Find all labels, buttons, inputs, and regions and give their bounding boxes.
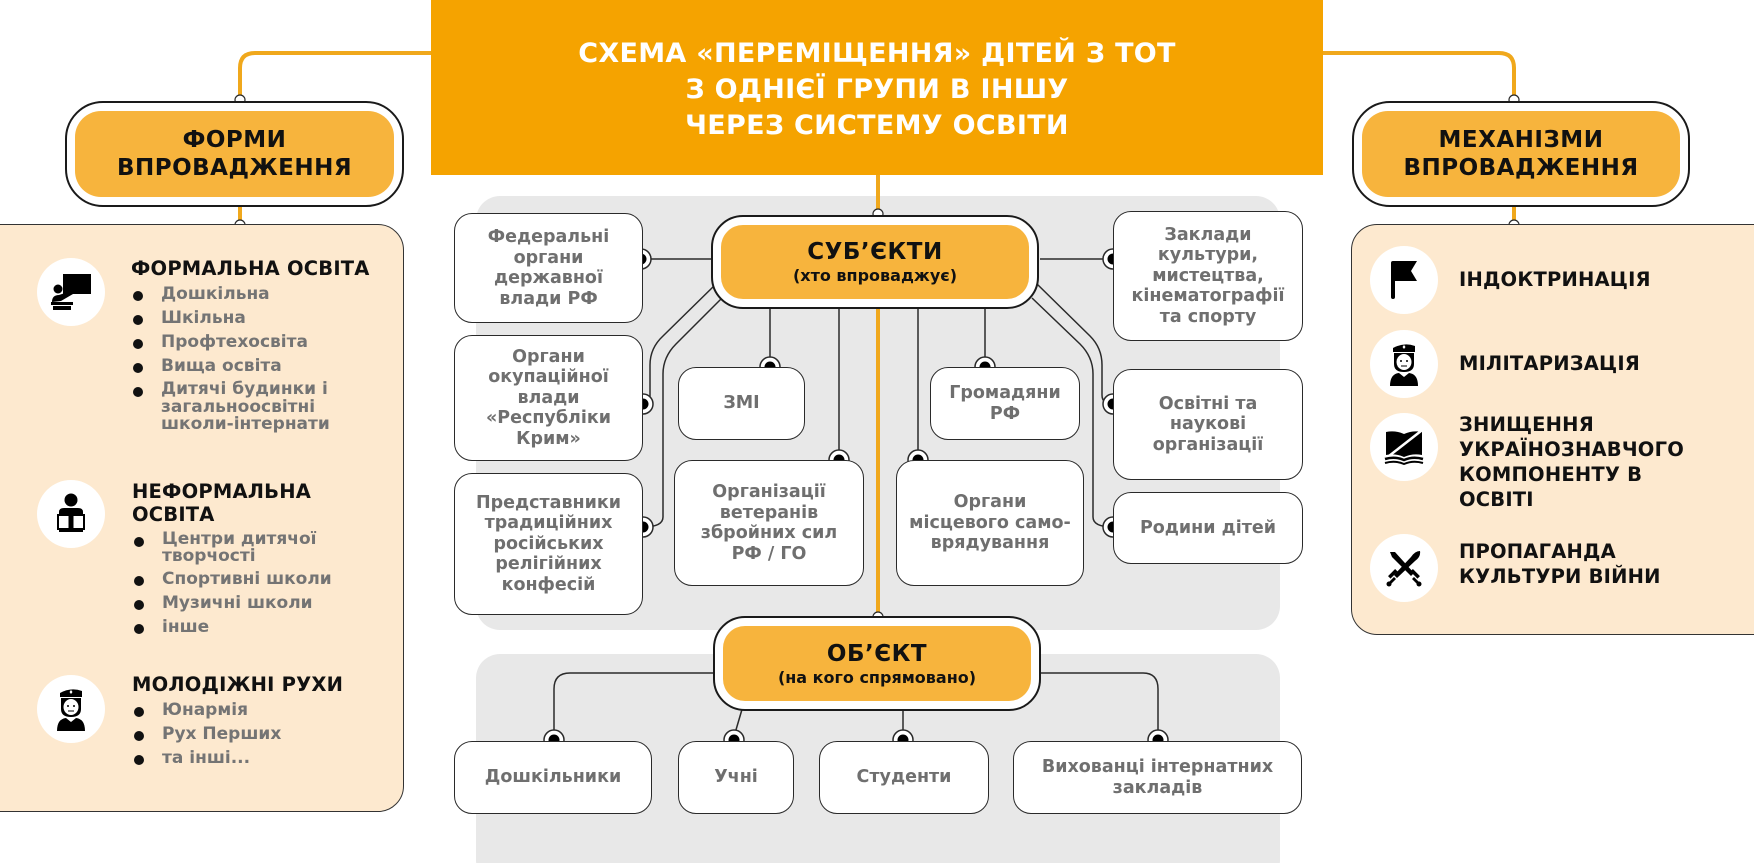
title-to-mechanisms-connector <box>1323 51 1516 100</box>
mechanism-icon <box>1370 534 1438 602</box>
child-reading-icon <box>57 493 85 532</box>
subject-node-occupation[interactable]: Органи окупаційної влади «Республіки Кри… <box>454 335 643 461</box>
object-node[interactable]: Студенти <box>819 741 989 814</box>
subject-node-culture[interactable]: Заклади культури, мистецтва, кінематогра… <box>1113 211 1303 341</box>
list-item: Юнармія <box>132 701 382 720</box>
object-node[interactable]: Вихованці інтернатних закладів <box>1013 741 1302 814</box>
list-item: Шкільна <box>131 309 401 328</box>
mechanisms-header: МЕХАНІЗМИ ВПРОВАДЖЕННЯ <box>1352 101 1690 207</box>
forms-panel: ФОРМАЛЬНА ОСВІТА Дошкільна Шкільна Профт… <box>0 224 404 812</box>
forms-header: ФОРМИ ВПРОВАДЖЕННЯ <box>65 101 404 207</box>
list-item: Дитячі будинки і загальноосвітні школи-і… <box>131 380 351 434</box>
list-item: Музичні школи <box>132 594 382 613</box>
diagram-title: СХЕМА «ПЕРЕМІЩЕННЯ» ДІТЕЙ З ТОТ З ОДНІЄЇ… <box>431 0 1323 175</box>
formal-education-list: Дошкільна Шкільна Профтехосвіта Вища осв… <box>131 285 401 434</box>
mechanism-label: ЗНИЩЕННЯ УКРАЇНОЗНАВЧОГО КОМПОНЕНТУ В ОС… <box>1459 413 1684 511</box>
teacher-blackboard-icon <box>51 274 91 310</box>
mechanisms-panel: ІНДОКТРИНАЦІЯ МІЛІТАРИЗАЦІЯ ЗНИЩЕННЯ УКР… <box>1351 224 1754 635</box>
forms-header-line: ФОРМИ <box>182 127 287 153</box>
subject-node-federal[interactable]: Федеральні органи державної влади РФ <box>454 213 643 323</box>
formal-education-section: ФОРМАЛЬНА ОСВІТА Дошкільна Шкільна Профт… <box>131 257 401 434</box>
crossed-book-icon <box>1384 430 1424 465</box>
mechanism-label: ПРОПАГАНДА КУЛЬТУРИ ВІЙНИ <box>1459 540 1661 588</box>
object-header: ОБ’ЄКТ (на кого спрямовано) <box>713 616 1041 711</box>
subject-node-religion[interactable]: Представники традиційних російських релі… <box>454 473 643 615</box>
subject-node-citizens[interactable]: Громадяни РФ <box>930 367 1080 440</box>
mechanism-icon <box>1370 330 1438 398</box>
mechanism-label: ІНДОКТРИНАЦІЯ <box>1459 268 1651 291</box>
object-node[interactable]: Учні <box>678 741 794 814</box>
section-icon <box>37 480 105 548</box>
subjects-title: СУБ’ЄКТИ <box>807 239 943 265</box>
subject-node-families[interactable]: Родини дітей <box>1113 492 1303 564</box>
mechanisms-header-line: ВПРОВАДЖЕННЯ <box>1403 155 1639 181</box>
title-to-forms-connector <box>238 51 431 100</box>
subject-node-media[interactable]: ЗМІ <box>678 367 805 440</box>
section-icon <box>37 258 105 326</box>
title-line: СХЕМА «ПЕРЕМІЩЕННЯ» ДІТЕЙ З ТОТ <box>578 37 1176 69</box>
mechanism-label: МІЛІТАРИЗАЦІЯ <box>1459 352 1641 375</box>
section-title: МОЛОДІЖНІ РУХИ <box>132 673 344 696</box>
nonformal-education-section: НЕФОРМАЛЬНА ОСВІТА Центри дитячої творчо… <box>132 480 382 637</box>
youth-movements-section: МОЛОДІЖНІ РУХИ Юнармія Рух Перших та інш… <box>132 673 382 768</box>
object-title: ОБ’ЄКТ <box>826 640 928 667</box>
youth-movements-list: Юнармія Рух Перших та інші... <box>132 701 382 768</box>
list-item: Профтехосвіта <box>131 333 401 352</box>
list-item: інше <box>132 618 382 637</box>
list-item: Центри дитячої творчості <box>132 531 332 565</box>
subject-node-veterans[interactable]: Організації ветеранів збройних сил РФ / … <box>674 460 864 586</box>
subjects-header: СУБ’ЄКТИ (хто впроваджує) <box>711 215 1039 309</box>
mechanism-icon <box>1370 413 1438 481</box>
soldier-cadet-icon <box>1390 344 1418 386</box>
title-line: ЧЕРЕЗ СИСТЕМУ ОСВІТИ <box>685 109 1069 141</box>
soldier-cadet-icon <box>57 689 85 731</box>
forms-header-line: ВПРОВАДЖЕННЯ <box>116 155 353 181</box>
object-subtitle: (на кого спрямовано) <box>777 667 977 687</box>
flag-icon <box>1391 261 1417 299</box>
list-item: Вища освіта <box>131 357 401 376</box>
subjects-subtitle: (хто впроваджує) <box>792 266 958 285</box>
list-item: Спортивні школи <box>132 570 382 589</box>
subject-node-local-gov[interactable]: Органи місцевого само-врядування <box>896 460 1084 586</box>
crossed-swords-icon <box>1386 551 1422 587</box>
object-node[interactable]: Дошкільники <box>454 741 652 814</box>
subject-node-education[interactable]: Освітні та наукові організації <box>1113 369 1303 480</box>
section-title: НЕФОРМАЛЬНА ОСВІТА <box>132 480 312 526</box>
section-icon <box>37 675 105 743</box>
list-item: Дошкільна <box>131 285 401 304</box>
list-item: Рух Перших <box>132 725 382 744</box>
title-line: З ОДНІЄЇ ГРУПИ В ІНШУ <box>685 73 1069 105</box>
mechanisms-header-line: МЕХАНІЗМИ <box>1438 127 1604 153</box>
nonformal-education-list: Центри дитячої творчості Спортивні школи… <box>132 531 382 637</box>
mechanism-icon <box>1370 246 1438 314</box>
list-item: та інші... <box>132 749 382 768</box>
section-title: ФОРМАЛЬНА ОСВІТА <box>131 257 370 280</box>
